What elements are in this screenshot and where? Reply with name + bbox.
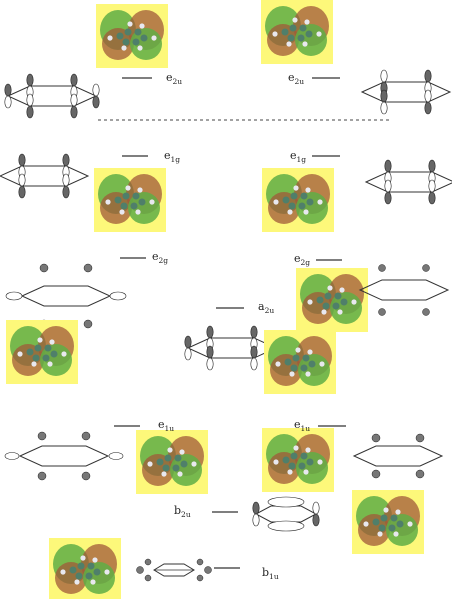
- in-plane-orbital-sketch-b1u: [136, 558, 212, 582]
- p-orbital-sketch-e2u-right: [361, 69, 451, 115]
- in-plane-orbital-sketch-e2g-right: [359, 264, 449, 316]
- label-e1u-right: e1u: [294, 418, 310, 433]
- label-b2u: b2u: [174, 504, 191, 519]
- label-e2g-left: e2g: [152, 250, 168, 265]
- label-e1g-right: e1g: [290, 149, 306, 164]
- p-orbital-sketch-e1g-left: [0, 153, 89, 199]
- label-e2u-left: e2u: [166, 71, 182, 86]
- orbital-image-e1u-left: [136, 430, 208, 494]
- label-e1g-left: e1g: [164, 149, 180, 164]
- label-e1u-left: e1u: [158, 418, 174, 433]
- label-b1u: b1u: [262, 566, 279, 581]
- orbital-image-b1u: [49, 538, 121, 599]
- orbital-image-e1g-left: [94, 168, 166, 232]
- orbital-image-e1u-right: [262, 428, 334, 492]
- in-plane-orbital-sketch-e1u-left: [4, 431, 124, 481]
- in-plane-orbital-sketch-e2g-left: [5, 263, 127, 329]
- p-orbital-sketch-e1g-right: [365, 159, 452, 205]
- in-plane-orbital-sketch-e1u-right: [353, 433, 443, 479]
- orbital-image-b2u: [352, 490, 424, 554]
- label-e2u-right: e2u: [288, 71, 304, 86]
- orbital-image-e2g-left: [6, 320, 78, 384]
- orbital-image-e2u-right: [261, 0, 333, 64]
- p-orbital-sketch-b2u: [252, 496, 320, 532]
- orbital-image-e2g-right: [296, 268, 368, 332]
- orbital-image-e1g-right: [262, 168, 334, 232]
- label-e2g-right: e2g: [294, 252, 310, 267]
- label-a2u: a2u: [258, 300, 274, 315]
- orbital-image-e2u-left: [96, 4, 168, 68]
- orbital-image-a2u: [264, 330, 336, 394]
- p-orbital-sketch-e2u-left: [4, 73, 100, 119]
